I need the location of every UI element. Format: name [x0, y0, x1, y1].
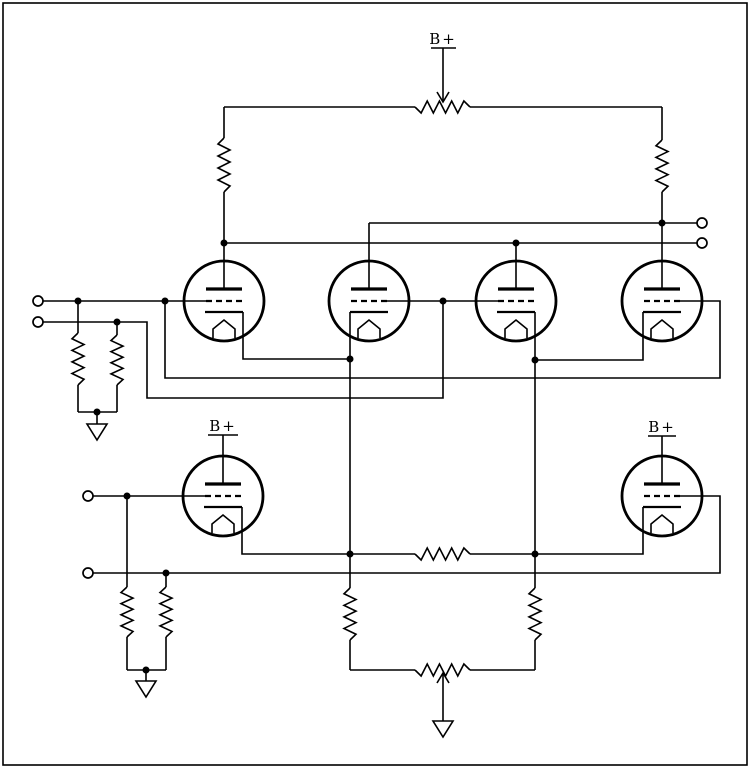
- ground-symbol-1: [85, 423, 109, 442]
- plate-resistor-left: [216, 137, 232, 193]
- tube-v5-envelope: [181, 454, 265, 538]
- tube-v6-envelope: [620, 454, 704, 538]
- tube-v2-heater: [357, 318, 381, 338]
- output-terminal-2: [696, 237, 708, 249]
- junction-dot: [531, 356, 539, 364]
- wire-v4-cathode-lead: [535, 312, 644, 361]
- junction-dot: [658, 219, 666, 227]
- wire-v6-cathode-lead: [470, 507, 644, 555]
- bplus-bottom-right-label: B+: [648, 418, 676, 436]
- tube-v2-envelope: [327, 259, 411, 343]
- tube-v4-envelope: [620, 259, 704, 343]
- input-terminal-4: [82, 567, 94, 579]
- tube-v3-envelope: [474, 259, 558, 343]
- wire-input2-line: [43, 301, 444, 399]
- ground-symbol-3: [431, 720, 455, 739]
- wire-input1-branch: [164, 300, 721, 379]
- junction-dot: [142, 666, 150, 674]
- ground-symbol-2: [134, 680, 158, 699]
- bplus-top-label: B+: [429, 30, 457, 48]
- tail-pot-element: [414, 662, 471, 678]
- wire-input4-line: [93, 495, 721, 574]
- junction-dot: [161, 297, 169, 305]
- junction-dot: [93, 408, 101, 416]
- grid-resistor-in4: [158, 586, 174, 638]
- tube-v5-heater: [211, 513, 235, 533]
- grid-resistor-in2: [109, 334, 125, 386]
- junction-dot: [123, 492, 131, 500]
- junction-dot: [531, 550, 539, 558]
- junction-dot: [220, 239, 228, 247]
- junction-dot: [113, 318, 121, 326]
- grid-resistor-in1: [70, 332, 86, 386]
- grid-resistor-in3: [119, 586, 135, 638]
- bplus-wiper-arrow: [436, 91, 450, 104]
- junction-dot: [346, 550, 354, 558]
- tube-v6-heater: [650, 513, 674, 533]
- tube-v4-heater: [650, 318, 674, 338]
- junction-dot: [346, 355, 354, 363]
- input-terminal-2: [32, 316, 44, 328]
- bplus-bottom-left-label: B+: [209, 417, 237, 435]
- tail-wiper-arrow: [436, 671, 450, 684]
- junction-dot: [162, 569, 170, 577]
- plate-resistor-right: [654, 139, 670, 193]
- input-terminal-3: [82, 490, 94, 502]
- wire-v1-cathode-lead: [242, 312, 350, 360]
- tail-resistor-right: [527, 587, 543, 641]
- wire-v5-cathode-lead: [241, 507, 415, 555]
- output-terminal-1: [696, 217, 708, 229]
- tube-v1-envelope: [182, 259, 266, 343]
- cathode-coupling-resistor: [414, 546, 471, 562]
- junction-dot: [74, 297, 82, 305]
- tube-v1-heater: [212, 318, 236, 338]
- tube-v3-heater: [504, 318, 528, 338]
- tail-resistor-left: [342, 587, 358, 641]
- junction-dot: [439, 297, 447, 305]
- balance-pot-element: [414, 99, 471, 115]
- input-terminal-1: [32, 295, 44, 307]
- junction-dot: [512, 239, 520, 247]
